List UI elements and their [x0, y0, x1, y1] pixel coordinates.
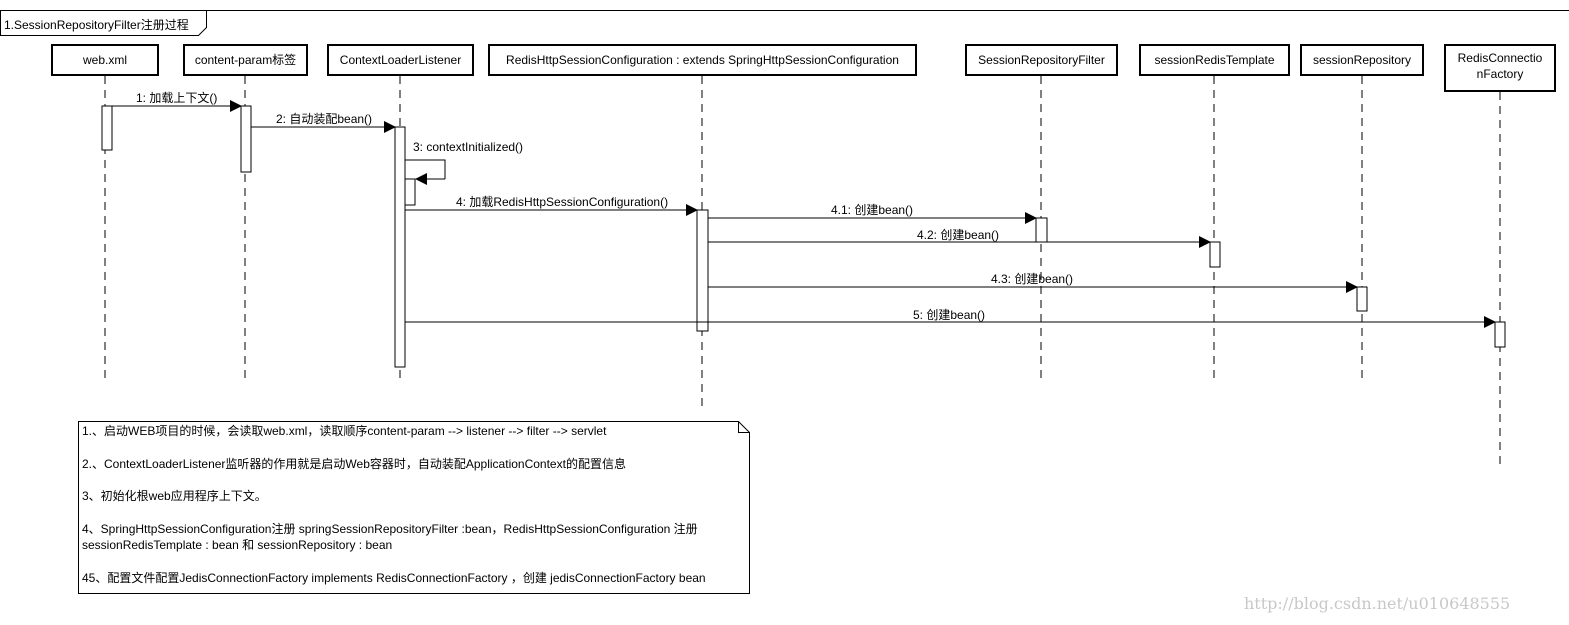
- note-line-6: 45、配置文件配置JedisConnectionFactory implemen…: [82, 571, 706, 585]
- lifeline-box-context-loader-listener: ContextLoaderListener: [327, 44, 474, 76]
- lifeline-label-line2: nFactory: [1476, 67, 1524, 81]
- activation-content-param: [240, 105, 252, 173]
- frame-border-top: [0, 10, 1569, 11]
- frame-title-tab: [0, 10, 207, 36]
- note-line-5: sessionRedisTemplate : bean 和 sessionRep…: [82, 538, 393, 552]
- frame-title: 1.SessionRepositoryFilter注册过程: [4, 18, 189, 32]
- lifeline-box-redis-config: RedisHttpSessionConfiguration : extends …: [488, 44, 917, 76]
- activation-redis-connection-factory: [1494, 321, 1506, 348]
- note-line-1: 1.、启动WEB项目的时候，会读取web.xml，读取顺序content-par…: [82, 424, 607, 438]
- lifeline-label-line1: RedisConnectio: [1457, 51, 1543, 65]
- message-label-2: 2: 自动装配bean(): [276, 112, 373, 126]
- message-label-4-2: 4.2: 创建bean(): [917, 228, 1000, 242]
- note-line-3: 3、初始化根web应用程序上下文。: [82, 489, 267, 503]
- lifeline-label: sessionRedisTemplate: [1154, 53, 1275, 67]
- note-line-4: 4、SpringHttpSessionConfiguration注册 sprin…: [82, 522, 698, 536]
- message-label-4: 4: 加载RedisHttpSessionConfiguration(): [456, 195, 669, 209]
- activation-session-repository-filter: [1035, 217, 1048, 243]
- activation-context-loader-listener: [394, 126, 406, 368]
- lifeline-box-web-xml: web.xml: [51, 44, 159, 76]
- message-label-3: 3: contextInitialized(): [413, 140, 524, 154]
- lifeline-box-session-repository: sessionRepository: [1300, 44, 1424, 76]
- lifeline-label: ContextLoaderListener: [339, 53, 462, 67]
- lifeline-label: web.xml: [82, 53, 127, 67]
- activation-session-repository: [1356, 286, 1368, 312]
- lifeline-label: content-param标签: [194, 53, 297, 67]
- lifeline-label: sessionRepository: [1312, 53, 1412, 67]
- lifeline-label: SessionRepositoryFilter: [978, 53, 1105, 67]
- lifeline-box-redis-connection-factory: RedisConnectio nFactory: [1444, 44, 1556, 92]
- message-label-5: 5: 创建bean(): [913, 308, 986, 322]
- diagram-note: 1.、启动WEB项目的时候，会读取web.xml，读取顺序content-par…: [78, 421, 750, 594]
- activation-context-loader-listener-nested: [404, 178, 416, 206]
- lifeline-box-session-redis-template: sessionRedisTemplate: [1139, 44, 1290, 76]
- watermark: http://blog.csdn.net/u010648555: [1244, 594, 1511, 613]
- activation-web-xml: [101, 105, 113, 151]
- lifeline-label: RedisHttpSessionConfiguration : extends …: [506, 53, 899, 67]
- lifeline-box-session-repository-filter: SessionRepositoryFilter: [965, 44, 1118, 76]
- message-label-1: 1: 加载上下文(): [136, 91, 218, 105]
- activation-redis-config: [696, 209, 709, 332]
- message-arrow-3: [405, 159, 446, 179]
- activation-session-redis-template: [1209, 241, 1221, 268]
- message-label-4-1: 4.1: 创建bean(): [831, 203, 914, 217]
- note-line-2: 2.、ContextLoaderListener监听器的作用就是启动Web容器时…: [82, 457, 626, 471]
- lifeline-box-content-param: content-param标签: [183, 44, 308, 76]
- message-label-4-3: 4.3: 创建bean(): [991, 272, 1074, 286]
